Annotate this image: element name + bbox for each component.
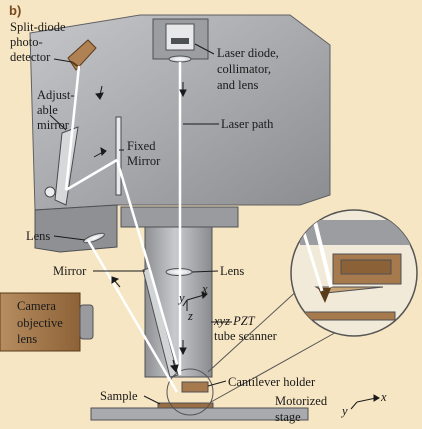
label-sample: Sample	[100, 389, 138, 403]
scanner-axes	[182, 291, 208, 311]
label-adjustable-mirror-1: Adjust-	[37, 88, 75, 102]
label-camera-1: Camera	[17, 299, 56, 313]
camera-objective	[0, 292, 94, 352]
laser-beams	[64, 62, 182, 393]
label-laser-diode-2: collimator,	[217, 62, 271, 76]
label-stage-2: stage	[275, 410, 301, 424]
label-adjustable-mirror-2: able	[37, 103, 58, 117]
detail-circle-small	[166, 368, 214, 416]
sample	[157, 402, 214, 409]
label-pzt-1-text: xyz PZT	[213, 314, 256, 328]
scanner-axis-z: z	[187, 309, 193, 323]
adjustable-mirror	[44, 126, 79, 206]
label-photodetector-2: photo-	[10, 35, 43, 49]
zoom-line-top	[207, 287, 301, 373]
label-lens-left: Lens	[26, 229, 50, 243]
slanted-mirror	[142, 267, 179, 378]
cantilever-holder	[181, 381, 209, 393]
direction-arrows	[93, 82, 187, 374]
leader-lines	[49, 43, 232, 405]
label-stage-1: Motorized	[275, 394, 328, 408]
label-camera-2: objective	[17, 316, 63, 330]
detail-zoom-view	[290, 209, 418, 337]
label-photodetector-3: detector	[10, 50, 51, 64]
scanner-axis-x: x	[201, 282, 208, 296]
panel-label: b)	[9, 3, 21, 18]
label-fixed-mirror-2: Mirror	[127, 154, 161, 168]
label-cantilever-holder: Cantilever holder	[228, 375, 316, 389]
label-pzt-1: xyz PZT	[213, 314, 256, 328]
stage-axis-x: x	[380, 390, 387, 404]
label-fixed-mirror-1: Fixed	[127, 139, 156, 153]
label-lens-center: Lens	[220, 264, 244, 278]
label-pzt-2: tube scanner	[214, 329, 278, 343]
label-adjustable-mirror-3: mirror	[37, 118, 70, 132]
stage-axes	[350, 394, 380, 410]
scanner-axis-y: y	[177, 291, 185, 305]
zoom-line-bottom	[210, 329, 341, 403]
label-laser-diode-1: Laser diode,	[217, 46, 279, 60]
label-mirror: Mirror	[53, 264, 87, 278]
label-laser-diode-3: and lens	[217, 78, 258, 92]
label-photodetector-1: Split-diode	[10, 20, 66, 34]
label-laser-path: Laser path	[221, 117, 274, 131]
laser-diode-module	[152, 18, 209, 63]
stage-axis-y: y	[340, 404, 348, 418]
fixed-mirror	[115, 116, 122, 196]
label-camera-3: lens	[17, 332, 37, 346]
